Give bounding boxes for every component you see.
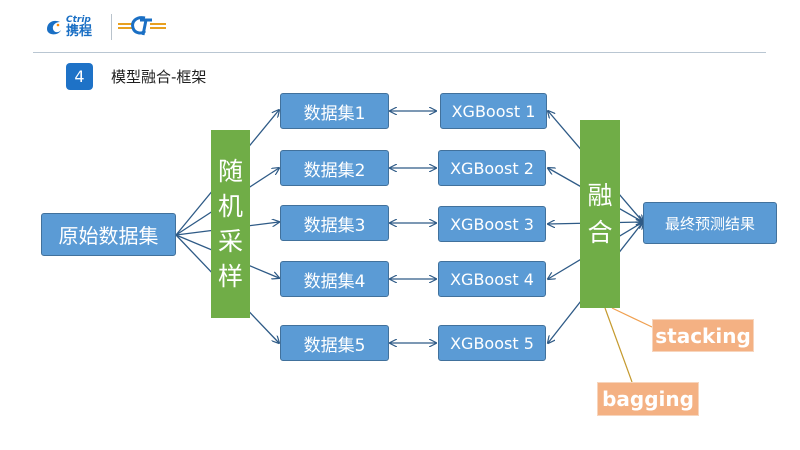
sampling-char: 样	[217, 262, 243, 291]
ctrip-logo: Ctrip 携程	[44, 12, 92, 42]
logo-brand-cn: 携程	[66, 24, 93, 39]
model-node-1: XGBoost 1	[440, 93, 547, 129]
dataset-node-2: 数据集2	[280, 150, 389, 186]
dataset-node-4: 数据集4	[280, 261, 389, 297]
model-node-2: XGBoost 2	[438, 150, 546, 186]
source-dataset-node: 原始数据集	[41, 213, 176, 256]
sampling-char: 采	[217, 227, 243, 256]
header-divider	[33, 52, 766, 53]
dolphin-logo-icon	[47, 20, 61, 35]
fusion-char: 合	[587, 218, 613, 247]
model-node-3: XGBoost 3	[438, 206, 546, 242]
sampling-char: 随	[217, 157, 243, 186]
stacking-label: stacking	[652, 319, 754, 352]
logo-divider	[111, 14, 112, 40]
page-title: 模型融合-框架	[111, 68, 207, 86]
final-prediction-node: 最终预测结果	[643, 202, 777, 244]
fusion-char: 融	[587, 181, 613, 210]
bagging-callout-line	[604, 307, 633, 383]
step-badge: 4	[66, 63, 93, 90]
bagging-label: bagging	[597, 382, 699, 416]
stacking-callout-line	[611, 307, 653, 328]
random-sampling-bar: 随 机 采 样	[211, 130, 250, 318]
sampling-char: 机	[217, 192, 243, 221]
dataset-node-3: 数据集3	[280, 205, 389, 241]
logo-brand-en: Ctrip	[66, 15, 91, 25]
model-node-5: XGBoost 5	[438, 325, 546, 361]
ct-logo-icon	[118, 16, 166, 36]
model-node-4: XGBoost 4	[438, 261, 546, 297]
dataset-node-1: 数据集1	[280, 93, 389, 129]
fusion-bar: 融 合	[580, 120, 620, 308]
dataset-node-5: 数据集5	[280, 325, 389, 361]
